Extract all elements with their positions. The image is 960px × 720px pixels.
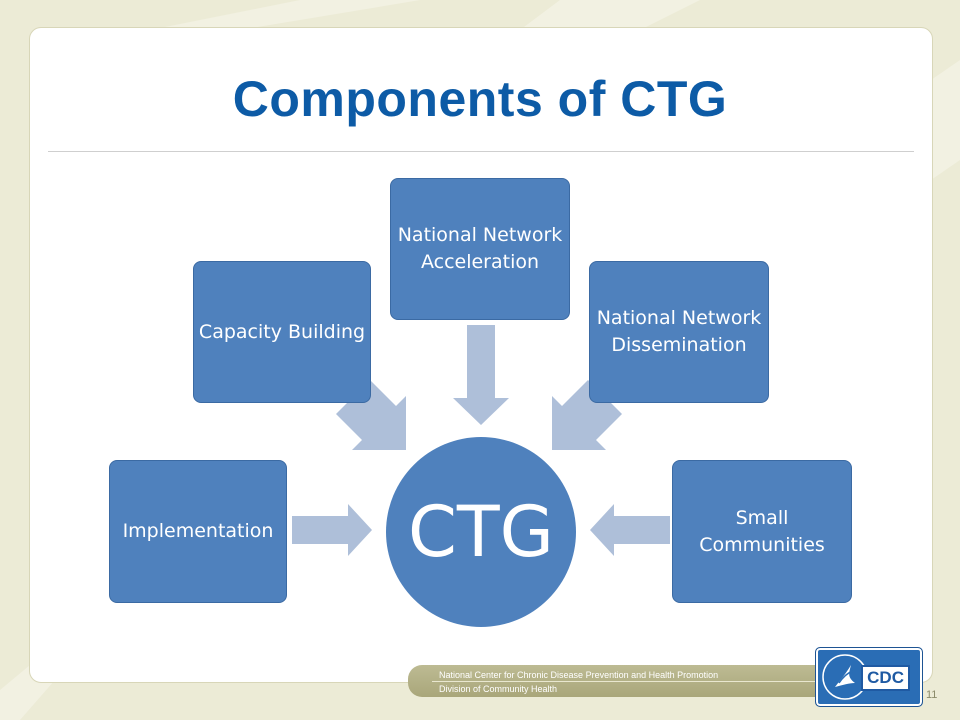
footer-division-name: Division of Community Health <box>439 684 558 694</box>
component-national-network-dissemination: National Network Dissemination <box>589 261 769 403</box>
component-small-communities: Small Communities <box>672 460 852 603</box>
component-national-network-acceleration: National Network Acceleration <box>390 178 570 320</box>
cdc-logo: CDC <box>815 647 923 707</box>
component-implementation: Implementation <box>109 460 287 603</box>
title-divider <box>48 151 914 152</box>
component-label: Implementation <box>122 520 274 542</box>
component-label: Capacity Building <box>198 320 366 343</box>
component-label: National Network Dissemination <box>596 307 762 356</box>
arrow-implementation <box>292 504 372 556</box>
footer-center-name: National Center for Chronic Disease Prev… <box>439 670 719 680</box>
ctg-hub: CTG <box>386 437 576 627</box>
arrow-small-communities <box>590 504 670 556</box>
arrow-national-network-acceleration <box>453 325 509 425</box>
slide-title: Components of CTG <box>232 71 728 127</box>
component-label: National Network Acceleration <box>397 224 563 273</box>
cdc-logo-text: CDC <box>861 665 910 691</box>
component-capacity-building: Capacity Building <box>193 261 371 403</box>
component-label: Small Communities <box>699 506 825 556</box>
footer-separator <box>432 681 832 682</box>
page-number: 11 <box>926 689 938 701</box>
